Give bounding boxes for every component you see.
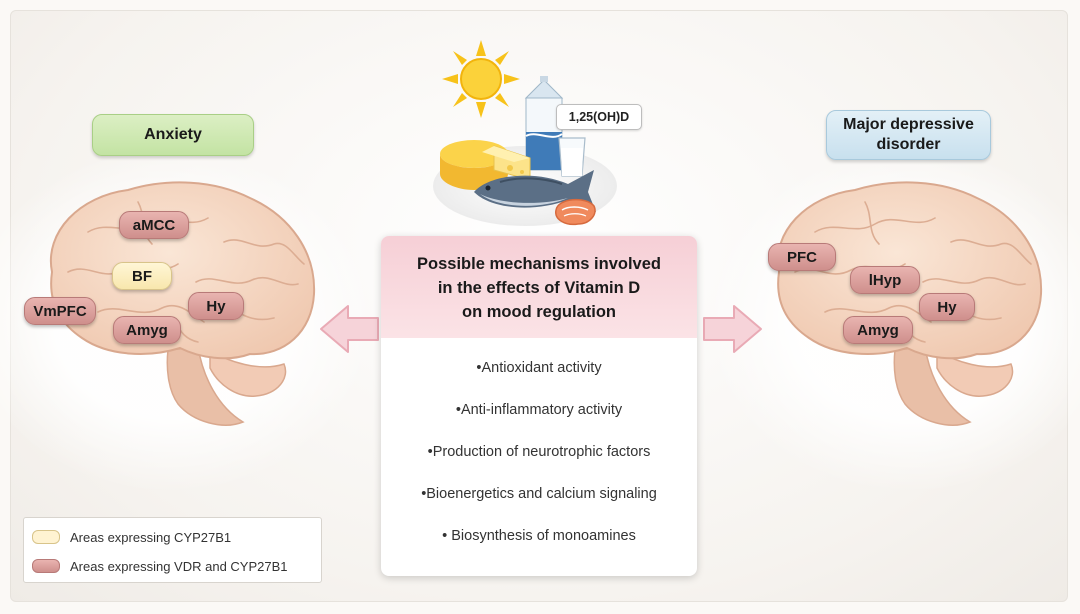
region-label: BF [132, 267, 152, 285]
region-label: VmPFC [33, 302, 87, 320]
region-amyg-left: Amyg [113, 316, 181, 344]
legend-label-cyp: Areas expressing CYP27B1 [70, 529, 232, 545]
milk-carton-icon [524, 76, 564, 171]
anxiety-label-text: Anxiety [144, 126, 202, 143]
region-vmpfc: VmPFC [24, 297, 96, 325]
region-label: Amyg [857, 321, 899, 339]
list-item: •Anti-inflammatory activity [455, 402, 623, 418]
list-item: •Antioxidant activity [476, 360, 602, 376]
list-item: •Bioenergetics and calcium signaling [421, 486, 657, 502]
arrow-right-icon [703, 305, 762, 353]
arrow-left-icon [320, 305, 379, 353]
mdd-label-line1: Major depressive [843, 116, 974, 133]
region-hy-left: Hy [188, 292, 244, 320]
mechanisms-title: Possible mechanisms involved in the effe… [381, 236, 697, 338]
milk-glass-icon [558, 137, 586, 177]
region-bf: BF [112, 262, 172, 290]
mechanisms-title-line2: in the effects of Vitamin D [437, 279, 641, 297]
mdd-label-text: Major depressive disorder [843, 115, 974, 155]
legend-swatch-vdr [32, 559, 60, 573]
region-pfc: PFC [768, 243, 836, 271]
legend-label-vdr: Areas expressing VDR and CYP27B1 [70, 558, 288, 574]
region-label: PFC [787, 248, 817, 266]
region-lhyp: lHyp [850, 266, 920, 294]
brain-icon [776, 181, 1043, 426]
region-amyg-right: Amyg [843, 316, 913, 344]
vitamin-d-tag-text: 1,25(OH)D [568, 110, 630, 124]
anxiety-label: Anxiety [92, 114, 254, 156]
region-label: Amyg [126, 321, 168, 339]
sun-icon [442, 40, 520, 118]
region-hy-right: Hy [919, 293, 975, 321]
legend-swatch-cyp [32, 530, 60, 544]
vitamin-d-tag: 1,25(OH)D [556, 104, 642, 130]
legend: Areas expressing CYP27B1 Areas expressin… [23, 517, 322, 583]
region-label: lHyp [868, 271, 902, 289]
legend-item-vdr: Areas expressing VDR and CYP27B1 [32, 556, 288, 576]
mdd-label-line2: disorder [876, 136, 941, 153]
region-amcc: aMCC [119, 211, 189, 239]
mechanisms-panel: Possible mechanisms involved in the effe… [381, 236, 697, 576]
mechanisms-title-line3: on mood regulation [462, 303, 616, 321]
region-label: aMCC [132, 216, 176, 234]
salmon-steak-icon [555, 198, 596, 226]
region-label: Hy [937, 298, 957, 316]
cheese-icon [440, 140, 531, 190]
mechanisms-title-line1: Possible mechanisms involved [417, 255, 661, 273]
mdd-label: Major depressive disorder [826, 110, 991, 160]
list-item: • Biosynthesis of monoamines [442, 528, 636, 544]
region-label: Hy [206, 297, 226, 315]
legend-item-cyp: Areas expressing CYP27B1 [32, 527, 231, 547]
fish-icon [474, 170, 596, 212]
list-item: •Production of neurotrophic factors [427, 444, 651, 460]
